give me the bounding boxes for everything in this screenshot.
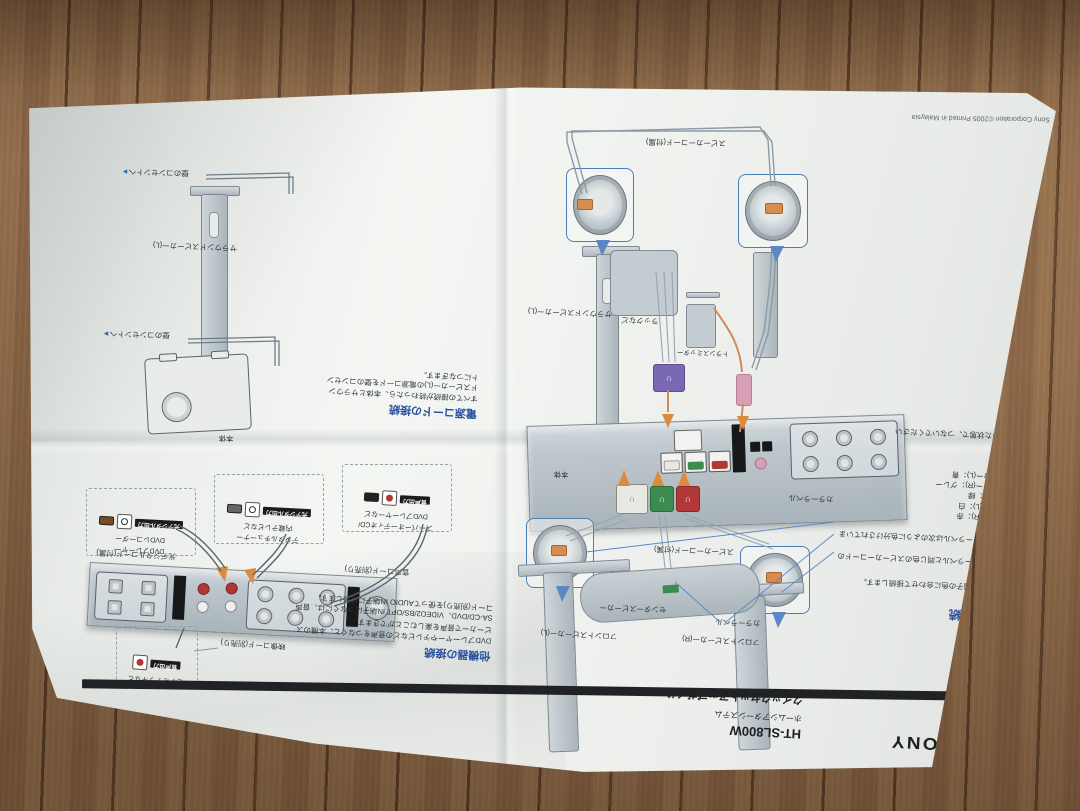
video-cord-label: 映像コード(別売り) (220, 637, 286, 652)
green-clamp-icon (687, 461, 704, 470)
speaker-plug-icon (577, 199, 593, 210)
main-unit-box (144, 350, 252, 435)
output-badge: 光デジタル出力 (262, 506, 311, 518)
other-section-text: 他機器の接続 DVDプレーヤーやテレビなどの音声をつなぐと、本機のスピーカーで音… (290, 588, 494, 663)
speaker-pole-slot (209, 212, 219, 238)
audio-plug-icon (363, 492, 380, 503)
main-unit-label: 本体 (553, 469, 569, 480)
front-speaker-cord-label: スピーカーコード(付属) (653, 544, 735, 557)
output-badge: 音声出力 (399, 495, 431, 505)
square-jack (106, 599, 122, 615)
power-section-text: 電源コードの接続 すべての接続が終わったら、本体とサラウンドスピーカー(L)の電… (325, 362, 479, 420)
output-badge: 光デジタル出力 (134, 518, 184, 530)
audio-jack-icon (381, 490, 398, 507)
optical-plug-icon (98, 516, 115, 527)
center-color-label-text: カラーラベル (715, 617, 761, 628)
speaker-plug-icon (551, 545, 567, 556)
surround-right-speaker-pole (753, 252, 778, 358)
panel-black-label (171, 575, 187, 620)
square-jack (139, 601, 155, 616)
panel-black-label (731, 424, 746, 473)
speaker-plug-icon (766, 572, 782, 583)
outlet-arrow-icon: ► (102, 329, 110, 339)
outlet-label-unit: 壁のコンセントへ► (84, 329, 188, 340)
rack-shelf (610, 250, 678, 316)
transmitter-unit (686, 304, 716, 348)
rca-white-jack (224, 600, 238, 613)
screw-terminal (801, 430, 819, 447)
output-badge: 音声出力 (150, 659, 181, 670)
device-box-vcr: ビデオデッキなど 音声出力 (116, 626, 198, 686)
round-jack (257, 585, 275, 603)
device-box-dvd: DVDプレーヤー DVDレコーダー 光デジタル出力 (86, 488, 196, 556)
woofer-circle (160, 391, 193, 423)
screw-terminal (835, 429, 853, 446)
speaker-terminal-green (684, 451, 707, 474)
lr-jack-right (762, 441, 773, 452)
lr-jack-left (750, 441, 761, 452)
power-surround-label: サラウンドスピーカー(L) (152, 240, 238, 253)
device-label: DVDレコーダー (115, 533, 166, 544)
surround-speaker-right-callout (738, 174, 808, 248)
transmitter-stand (686, 292, 720, 298)
optical-jack-icon (116, 514, 133, 531)
speaker-cord-top-label: スピーカーコード(付属) (645, 137, 727, 148)
surround-speaker-left-callout (566, 168, 634, 242)
copyright-line: Sony Corporation ©2005 Printed in Malays… (911, 113, 1051, 123)
outlet-arrow-icon: ► (121, 167, 129, 177)
rca-red-jack (225, 582, 239, 595)
paper-crease-vertical (494, 87, 518, 772)
video-jack-icon (131, 654, 149, 671)
unit-foot (158, 353, 178, 362)
green-speaker-plug: ∩ (650, 486, 674, 512)
manual-sheet: Sony Corporation ©2005 Printed in Malays… (29, 87, 1056, 772)
square-jack (140, 580, 156, 595)
outlet-label-speaker: 壁のコンセントへ► (103, 167, 207, 178)
purple-connector-plug: ∩ (653, 364, 685, 392)
device-label: 内蔵テレビなど (243, 521, 293, 532)
red-speaker-plug: ∩ (676, 486, 700, 512)
rca-white-jack (196, 600, 209, 614)
screw-terminal (869, 428, 887, 445)
speaker-jack-box (673, 429, 703, 452)
optical-jack-icon (244, 502, 261, 519)
surround-left-label: サラウンドスピーカー(L) (527, 306, 613, 319)
title-block: HT-SL800W ホームシアターシステム クイックセットアップガイド (635, 684, 803, 743)
red-clamp-icon (711, 460, 728, 470)
square-jack (107, 578, 123, 594)
doc-title: クイックセットアップガイド (666, 686, 804, 706)
speaker-terminal-red (708, 450, 731, 473)
jack-cluster (93, 571, 169, 624)
front-left-speaker-pole (542, 571, 580, 753)
unit-foot (210, 350, 230, 360)
device-box-tv: デジタルチューナー 内蔵テレビなど 光デジタル出力 (214, 474, 324, 544)
white-clamp-icon (663, 460, 680, 471)
rca-red-jack (197, 582, 210, 596)
device-label: デジタルチューナー (235, 532, 300, 543)
center-speaker-color-label (662, 584, 679, 594)
device-label: スーパーオーディオCD/ (358, 520, 433, 531)
speaker-terminal-white (660, 452, 683, 474)
power-unit-label: 本体 (218, 433, 234, 444)
pink-jack (754, 457, 767, 470)
speaker-plug-icon (765, 203, 783, 214)
power-section-body: すべての接続が終わったら、本体とサラウンドスピーカー(L)の電源コードを壁のコン… (326, 370, 480, 403)
white-speaker-plug: ∩ (616, 484, 648, 514)
outlet-text: 壁のコンセントへ (109, 329, 170, 340)
round-jack (256, 607, 274, 625)
device-box-sacd: スーパーオーディオCD/ DVDプレーヤーなど 音声出力 (342, 464, 452, 532)
optical-plug-icon (226, 504, 243, 515)
outlet-text: 壁のコンセントへ (128, 167, 189, 178)
screw-terminal (802, 455, 819, 472)
transmitter-label: トランスミッター (676, 347, 730, 357)
pink-cable-plug (736, 374, 752, 406)
